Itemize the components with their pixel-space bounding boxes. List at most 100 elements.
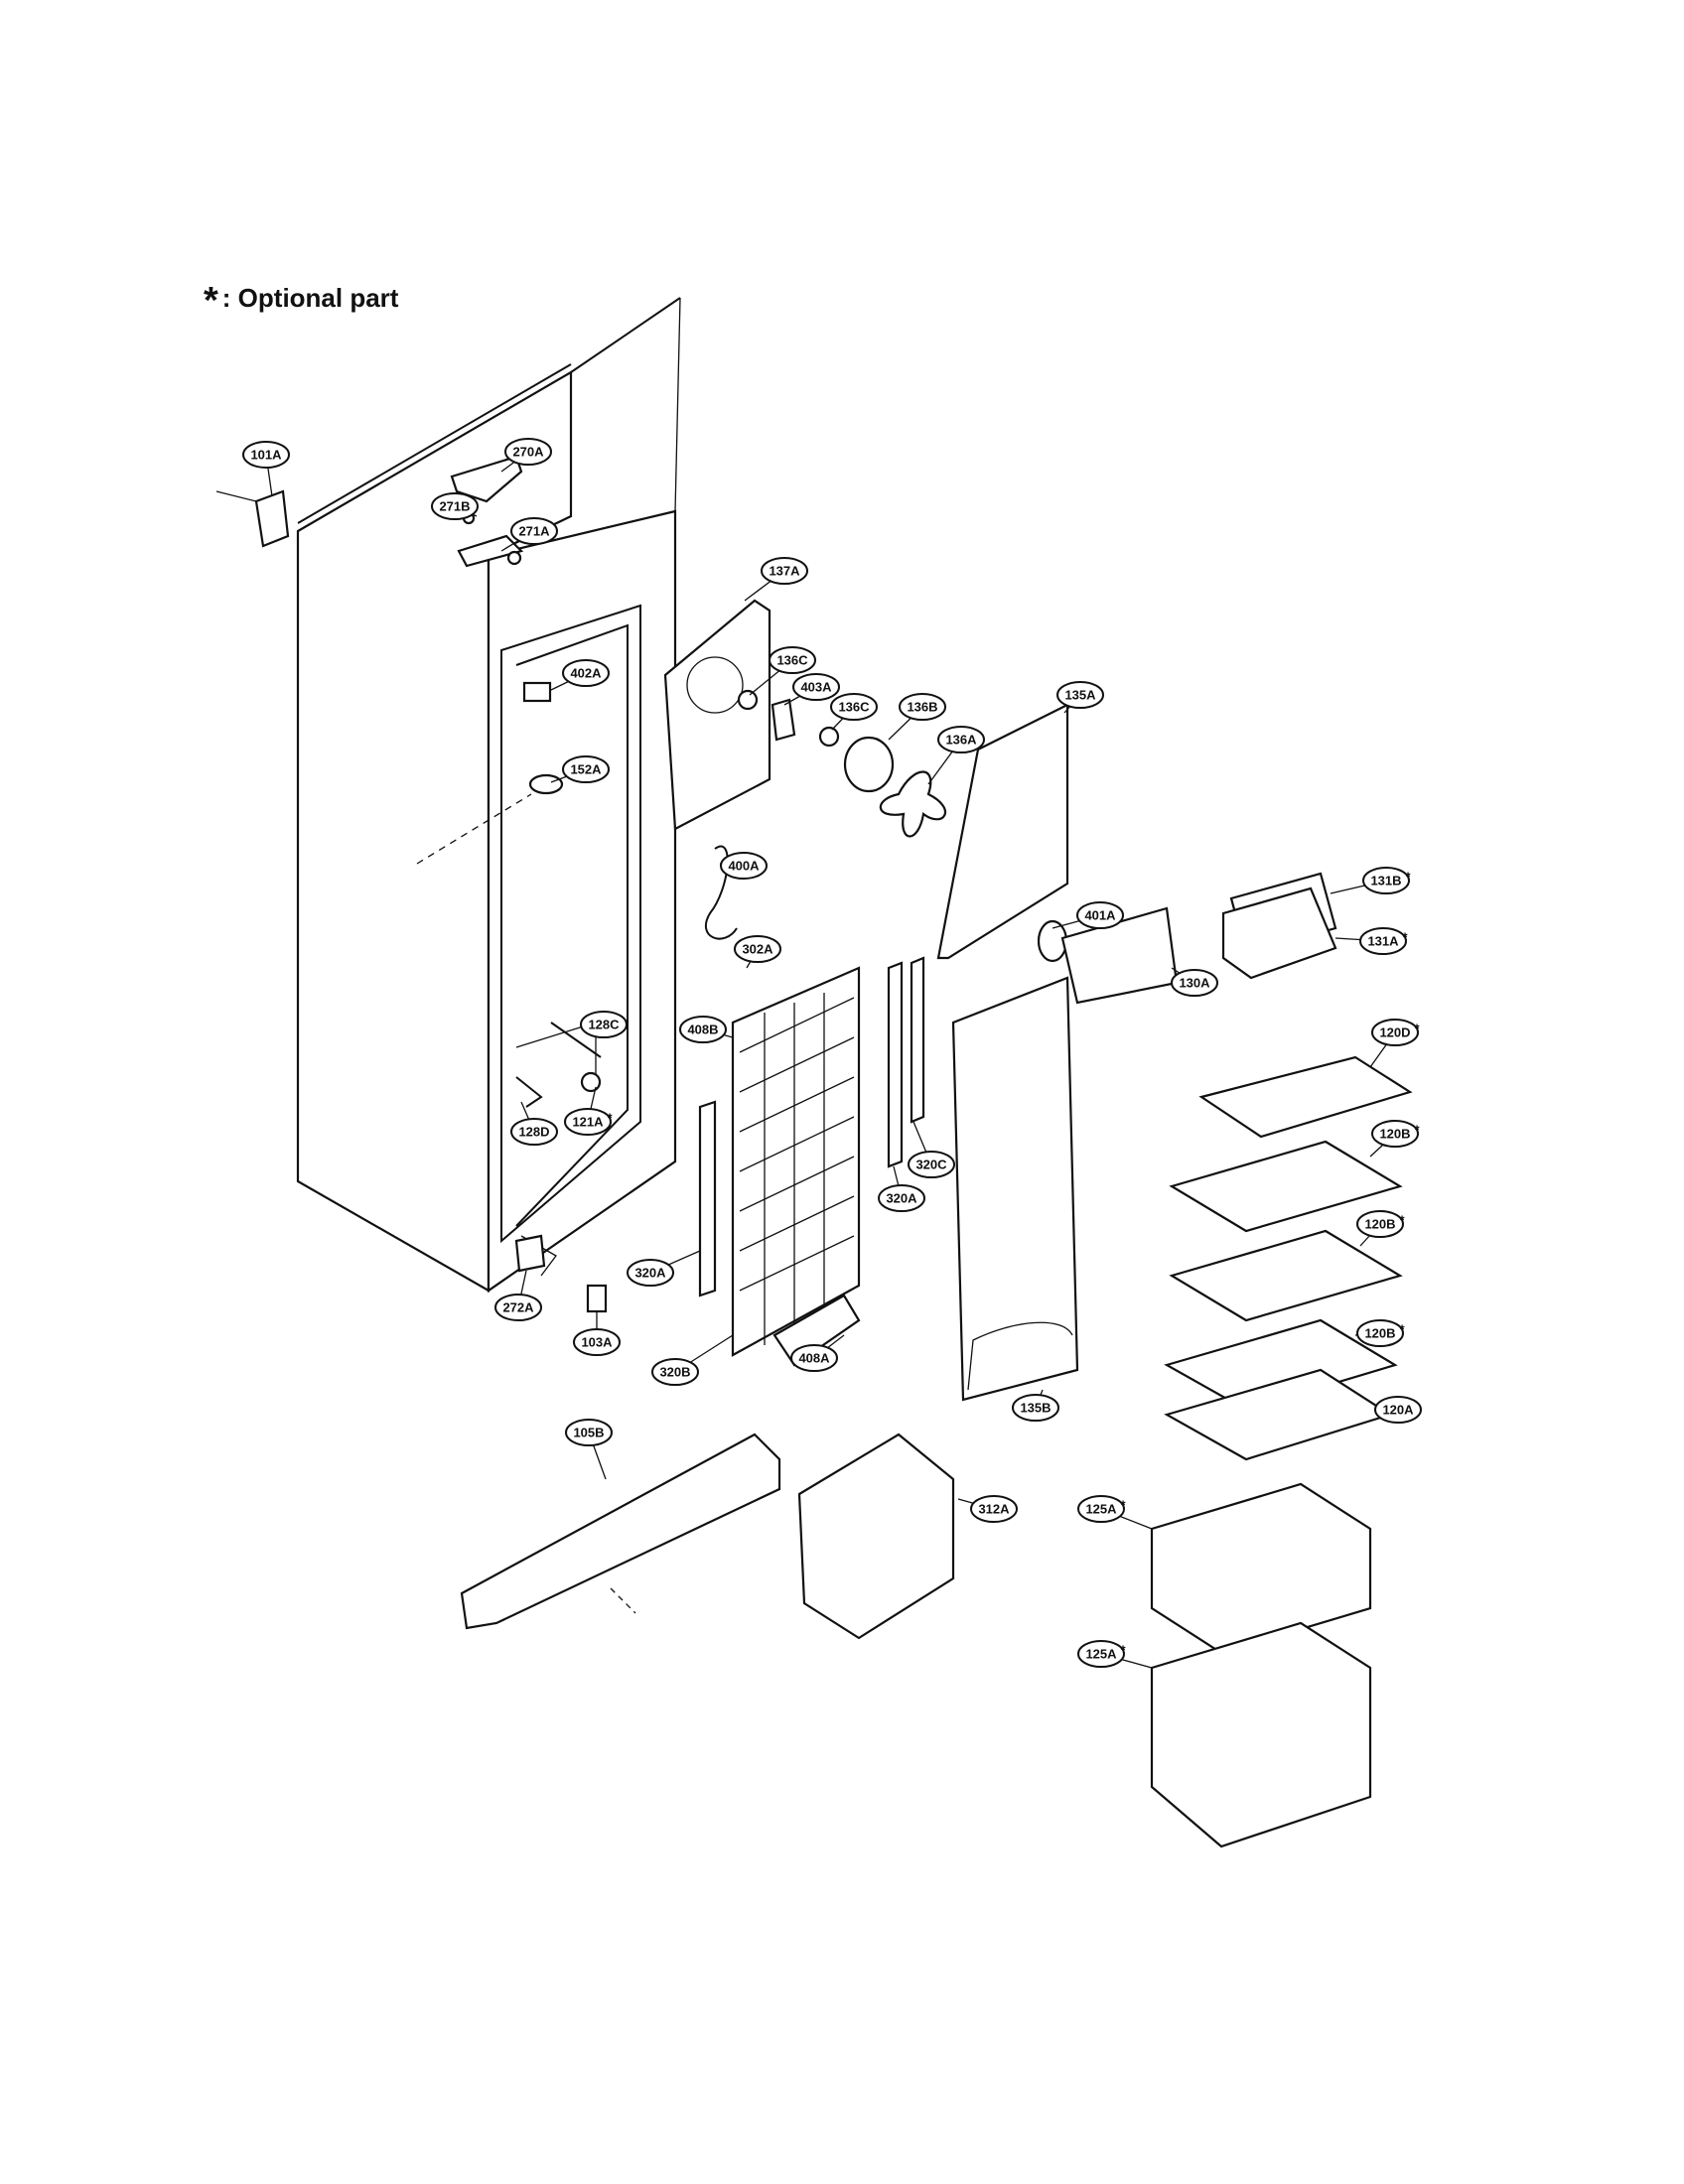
part-callout-320c: 320C — [908, 1121, 955, 1178]
part-callout-402a: 402A — [550, 659, 610, 691]
callout-bubble — [1371, 1120, 1419, 1148]
callout-bubble — [494, 1294, 542, 1321]
gasket-ring — [528, 773, 564, 795]
drain-pan — [797, 1433, 955, 1640]
optional-asterisk: * — [1399, 1322, 1405, 1337]
side-plate-right — [887, 961, 904, 1168]
side-plate-right-2 — [910, 956, 925, 1124]
part-number-label: 408B — [687, 1023, 718, 1037]
callout-bubble — [1359, 927, 1407, 955]
part-number-label: 401A — [1084, 908, 1116, 923]
part-number-label: 136B — [907, 700, 937, 715]
fan-motor — [771, 698, 796, 742]
callout-bubble — [899, 693, 946, 721]
callout-bubble — [1076, 901, 1124, 929]
part-number-label: 320A — [634, 1266, 666, 1281]
defrost-sensor-wire — [704, 845, 738, 940]
part-number-label: 302A — [742, 942, 773, 957]
side-plate-left — [698, 1100, 717, 1297]
part-callout-103a: 103A — [573, 1312, 621, 1356]
callout-bubble — [1056, 681, 1104, 709]
callout-bubble — [510, 1118, 558, 1146]
optional-asterisk: * — [1399, 1213, 1405, 1228]
part-callout-320a: 320A — [878, 1165, 925, 1212]
part-callout-136a: 136A — [927, 726, 985, 785]
part-callout-131a: 131A* — [1334, 927, 1408, 955]
part-callout-271a: 271A — [500, 517, 558, 552]
part-number-label: 320C — [915, 1158, 947, 1172]
part-callout-320a: 320A — [627, 1250, 701, 1287]
part-callout-152a: 152A — [550, 755, 610, 783]
callout-bubble — [1077, 1495, 1125, 1523]
optional-asterisk: * — [1414, 1123, 1420, 1138]
part-number-label: 135B — [1020, 1401, 1051, 1416]
part-callout-408b: 408B — [679, 1016, 734, 1043]
callout-bubble — [1171, 969, 1218, 997]
optional-asterisk: * — [1120, 1643, 1126, 1658]
part-callout-136c: 136C — [830, 693, 878, 731]
part-callout-137a: 137A — [744, 557, 808, 602]
evaporator — [731, 966, 861, 1367]
part-number-label: 125A — [1085, 1502, 1117, 1517]
optional-asterisk: * — [1120, 1498, 1126, 1513]
cabinet — [296, 297, 681, 1294]
optional-asterisk: * — [1402, 930, 1408, 945]
rear-panel — [951, 976, 1079, 1402]
optional-part-legend: *: Optional part — [204, 280, 398, 323]
part-callout-136c: 136C — [749, 646, 816, 696]
base-grille — [460, 1433, 781, 1630]
fan-blade — [879, 770, 947, 838]
legend-asterisk: * — [204, 280, 218, 322]
part-callout-400a: 400A — [719, 852, 768, 880]
callout-bubble — [908, 1151, 955, 1178]
part-number-label: 120A — [1382, 1403, 1414, 1418]
part-number-label: 270A — [512, 445, 544, 460]
part-callout-320b: 320B — [651, 1334, 734, 1386]
fan-shroud — [663, 599, 772, 831]
callout-bubble — [792, 673, 840, 701]
lower-hinge — [514, 1234, 546, 1273]
leveling-leg — [586, 1284, 608, 1313]
lamp-socket — [522, 681, 552, 703]
callout-bubble — [1012, 1394, 1059, 1422]
callout-bubble — [651, 1358, 699, 1386]
callout-bubble — [830, 693, 878, 721]
shelves — [1164, 1055, 1413, 1461]
callout-bubble — [431, 492, 479, 520]
callout-bubble — [790, 1344, 838, 1372]
fan-grommet — [737, 689, 759, 711]
part-callout-408a: 408A — [790, 1334, 845, 1372]
part-callout-131b: 131B* — [1330, 867, 1411, 894]
part-callout-272a: 272A — [494, 1270, 542, 1321]
fan-grommet-2 — [818, 726, 840, 748]
part-callout-270a: 270A — [500, 438, 552, 473]
callout-bubble — [564, 1108, 612, 1136]
optional-asterisk: * — [1405, 870, 1411, 885]
part-number-label: 105B — [573, 1426, 604, 1440]
callout-bubble — [734, 935, 781, 963]
part-callout-130a: 130A — [1171, 967, 1218, 997]
part-callout-128c: 128C — [580, 1011, 628, 1038]
part-number-label: 320A — [886, 1191, 917, 1206]
callout-bubble — [1374, 1396, 1422, 1424]
part-number-label: 137A — [769, 564, 800, 579]
callout-bubble — [565, 1419, 613, 1446]
part-callout-121a: 121A* — [564, 1086, 613, 1136]
part-number-label: 136C — [776, 653, 808, 668]
part-number-label: 103A — [581, 1335, 613, 1350]
part-number-label: 131A — [1367, 934, 1399, 949]
freezer-basket-upper — [1150, 1482, 1372, 1655]
evaporator-cover — [936, 703, 1069, 960]
part-callout-136b: 136B — [888, 693, 946, 741]
rail-rod — [550, 1022, 602, 1058]
part-callout-135b: 135B — [1012, 1389, 1059, 1422]
callout-bubble — [1362, 867, 1410, 894]
part-number-label: 128C — [588, 1018, 620, 1032]
part-number-label: 128D — [518, 1125, 549, 1140]
part-callout-105b: 105B — [565, 1419, 613, 1480]
part-callout-302a: 302A — [734, 935, 781, 969]
part-callout-120b: 120B* — [1369, 1120, 1420, 1158]
part-callout-403a: 403A — [783, 673, 840, 706]
part-number-label: 101A — [250, 448, 282, 463]
